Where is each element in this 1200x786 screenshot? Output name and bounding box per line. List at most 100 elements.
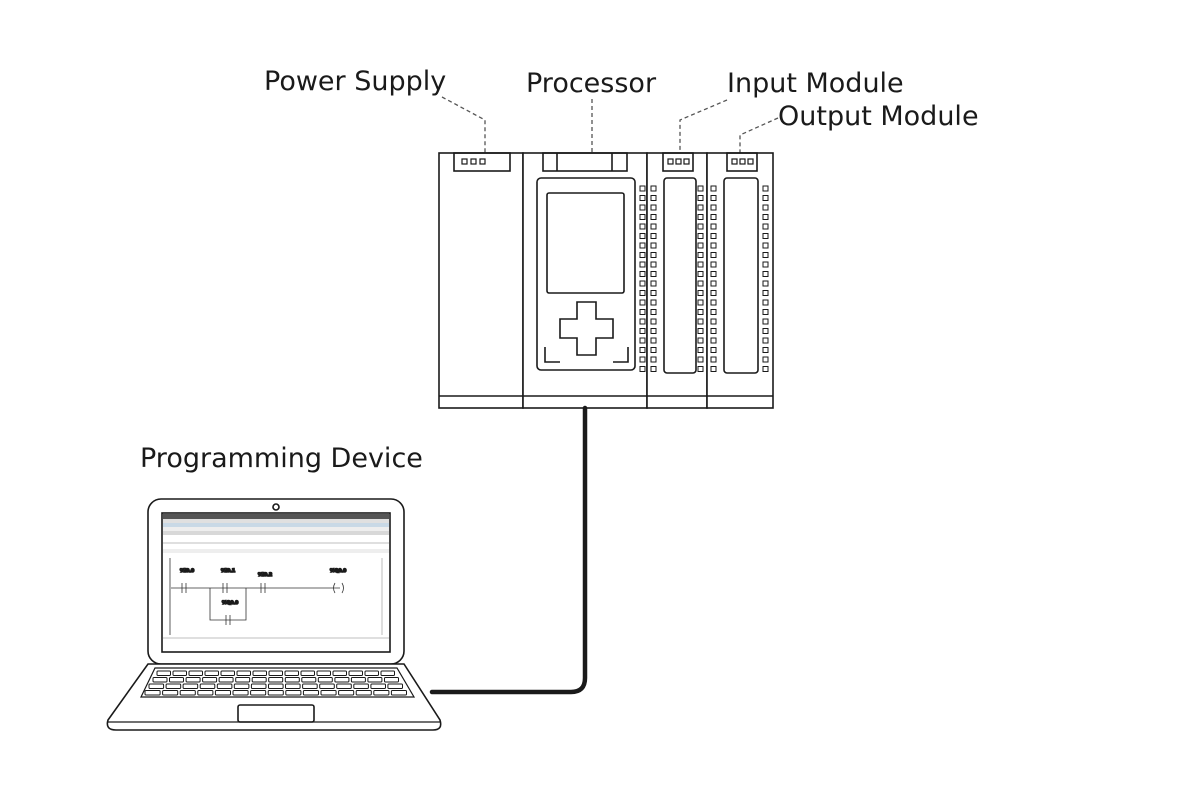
terminal-pin xyxy=(650,233,657,239)
terminal-pin xyxy=(697,328,704,334)
terminal-pin xyxy=(650,271,657,277)
processor-dpad xyxy=(559,301,614,356)
terminal-pin xyxy=(710,309,717,315)
keyboard-key xyxy=(199,683,216,689)
keyboard-key xyxy=(387,683,403,689)
laptop-icon: %I0.0 %I0.1 %I0.2 %Q0.0 %Q0.0 xyxy=(106,498,442,731)
terminal-pin xyxy=(762,280,769,287)
keyboard-key xyxy=(332,670,347,676)
terminal-pin xyxy=(762,290,769,296)
terminal-pin xyxy=(639,366,646,372)
terminal-pin xyxy=(762,242,769,249)
terminal-pin xyxy=(639,290,646,296)
terminal-pin xyxy=(762,271,769,277)
svg-text:%I0.0: %I0.0 xyxy=(180,568,194,574)
keyboard-key xyxy=(188,670,203,676)
terminal-pin xyxy=(697,233,704,239)
terminal-pin xyxy=(697,242,704,249)
input-module-left-pins xyxy=(650,185,657,372)
terminal-pin xyxy=(762,252,769,258)
communication-cable xyxy=(429,405,588,695)
terminal-pin xyxy=(639,261,646,268)
terminal-pin xyxy=(697,223,704,230)
terminal-pin xyxy=(639,337,646,344)
keyboard-key xyxy=(252,670,267,676)
terminal-pin xyxy=(650,214,657,220)
svg-text:%I0.1: %I0.1 xyxy=(221,568,235,574)
output-module-left-pins xyxy=(710,185,717,372)
keyboard-key xyxy=(355,690,372,696)
keyboard-key xyxy=(338,690,355,696)
keyboard-key xyxy=(285,690,302,696)
terminal-pin xyxy=(650,299,657,306)
keyboard-key xyxy=(169,677,184,683)
terminal-pin xyxy=(650,337,657,344)
keyboard-key xyxy=(144,690,161,696)
terminal-pin xyxy=(710,261,717,268)
keyboard-key xyxy=(380,670,395,676)
keyboard-key xyxy=(364,670,379,676)
keyboard-key xyxy=(285,683,301,689)
keyboard-key xyxy=(301,677,317,683)
keyboard-key xyxy=(390,690,407,696)
terminal-pin xyxy=(639,271,646,277)
label-power-supply: Power Supply xyxy=(264,66,446,97)
svg-text:%I0.2: %I0.2 xyxy=(258,572,272,578)
keyboard-key xyxy=(214,690,231,696)
terminal-pin xyxy=(697,290,704,296)
plc-rack-icon xyxy=(438,152,774,409)
processor-terminal-pins xyxy=(639,185,646,372)
output-module xyxy=(706,152,774,409)
terminal-pin xyxy=(710,195,717,201)
terminal-pin xyxy=(650,195,657,201)
keyboard-key xyxy=(251,677,267,683)
keyboard-key xyxy=(367,677,383,683)
terminal-pin xyxy=(697,318,704,325)
terminal-pin xyxy=(762,366,769,372)
terminal-pin xyxy=(710,356,717,363)
terminal-pin xyxy=(710,242,717,249)
keyboard-key xyxy=(204,670,219,676)
keyboard-key xyxy=(319,683,335,689)
terminal-pin xyxy=(710,328,717,334)
terminal-pin xyxy=(639,309,646,315)
svg-text:%Q0.0: %Q0.0 xyxy=(330,568,346,574)
terminal-pin xyxy=(762,185,769,192)
terminal-pin xyxy=(762,223,769,230)
terminal-pin xyxy=(639,185,646,192)
leader-lines xyxy=(441,96,779,153)
label-processor: Processor xyxy=(526,68,657,99)
keyboard-key xyxy=(250,683,267,689)
svg-text:%Q0.0: %Q0.0 xyxy=(222,600,238,606)
keyboard-key xyxy=(179,690,196,696)
terminal-pin xyxy=(710,290,717,296)
terminal-pin xyxy=(697,204,704,211)
keyboard-key xyxy=(370,683,386,689)
terminal-pin xyxy=(697,337,704,344)
keyboard-key xyxy=(317,677,333,683)
terminal-pin xyxy=(697,252,704,258)
terminal-pin xyxy=(762,337,769,344)
label-input-module: Input Module xyxy=(727,68,904,99)
terminal-pin xyxy=(697,261,704,268)
keyboard-key xyxy=(162,690,179,696)
terminal-pin xyxy=(710,223,717,230)
terminal-pin xyxy=(697,309,704,315)
terminal-pin xyxy=(762,214,769,220)
keyboard-key xyxy=(197,690,214,696)
keyboard-key xyxy=(182,683,199,689)
terminal-pin xyxy=(650,356,657,363)
terminal-pin xyxy=(697,299,704,306)
terminal-pin xyxy=(710,185,717,192)
terminal-pin xyxy=(697,185,704,192)
terminal-pin xyxy=(650,328,657,334)
keyboard-key xyxy=(284,670,299,676)
terminal-pin xyxy=(650,242,657,249)
terminal-pin xyxy=(710,214,717,220)
keyboard-key xyxy=(302,683,318,689)
terminal-pin xyxy=(639,233,646,239)
terminal-pin xyxy=(710,318,717,325)
keyboard-key xyxy=(334,677,350,683)
keyboard-key xyxy=(236,670,251,676)
